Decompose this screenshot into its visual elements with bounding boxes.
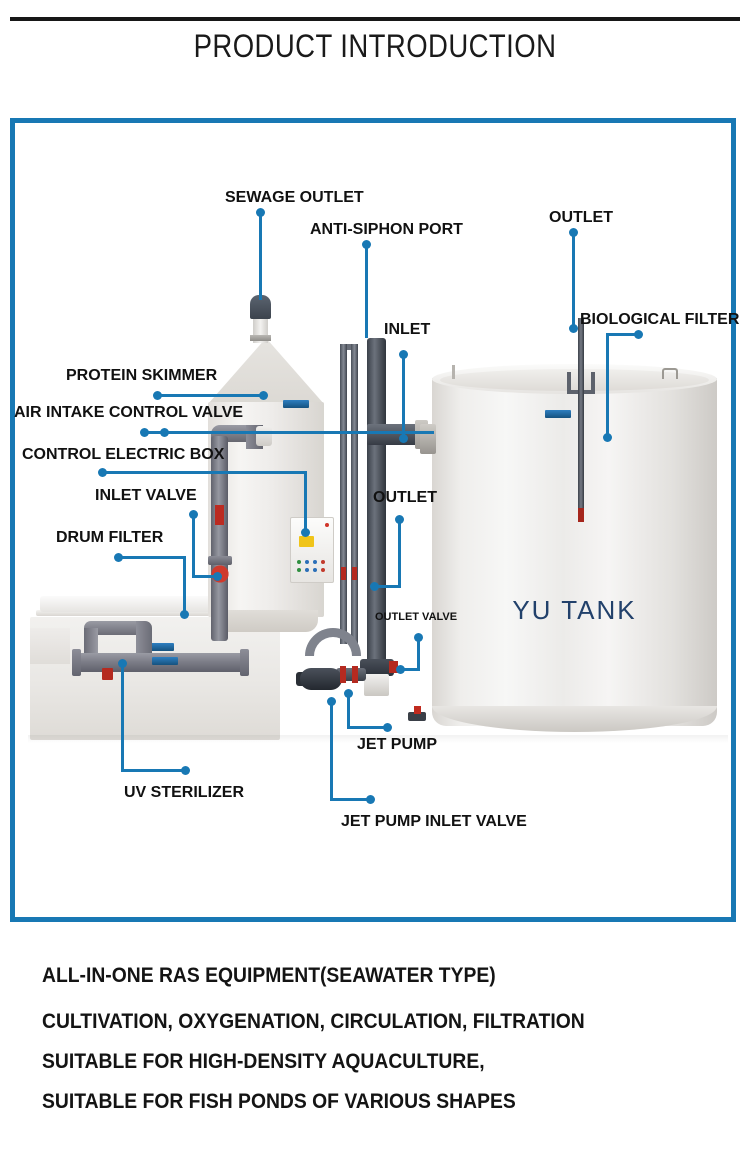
callout-line-uv-sterilizer-h	[121, 769, 183, 772]
callout-line-sewage-outlet	[259, 212, 262, 300]
callout-label-protein-skimmer: PROTEIN SKIMMER	[66, 367, 218, 384]
callout-dot-biological-filter-target	[603, 433, 612, 442]
description-line-2: CULTIVATION, OXYGENATION, CIRCULATION, F…	[42, 1010, 585, 1033]
callout-line-outlet-valve-v	[417, 637, 420, 671]
callout-line-drum-filter-h	[118, 556, 186, 559]
callout-label-uv-sterilizer: UV STERILIZER	[124, 784, 245, 801]
description-block: ALL-IN-ONE RAS EQUIPMENT(SEAWATER TYPE) …	[42, 965, 732, 1131]
callout-label-jet-pump: JET PUMP	[357, 736, 438, 753]
header-divider-rule	[10, 17, 740, 21]
callout-label-drum-filter: DRUM FILTER	[56, 529, 164, 546]
callout-label-jet-pump-inlet-valve: JET PUMP INLET VALVE	[341, 813, 527, 830]
callout-dot-drum-filter-target	[180, 610, 189, 619]
callout-label-inlet: INLET	[384, 321, 431, 338]
callout-line-control-electric-box-h	[102, 471, 307, 474]
page-title: PRODUCT INTRODUCTION	[193, 28, 557, 64]
callout-dot-uv-sterilizer-target	[118, 659, 127, 668]
callout-line-inlet-valve-v	[192, 514, 195, 578]
callout-label-biological-filter: BIOLOGICAL FILTER	[580, 311, 740, 328]
callout-dot-jet-pump	[383, 723, 392, 732]
callout-line-outlet-valve-h	[399, 668, 420, 671]
callout-line-anti-siphon-port	[365, 244, 368, 338]
callout-label-sewage-outlet: SEWAGE OUTLET	[225, 189, 364, 206]
callout-line-outlet-middle-v	[398, 519, 401, 587]
callout-line-jet-pump-inlet-valve-h	[330, 798, 368, 801]
description-line-4: SUITABLE FOR FISH PONDS OF VARIOUS SHAPE…	[42, 1090, 516, 1113]
callout-line-drum-filter-v	[183, 556, 186, 614]
callout-line-outlet-middle-h	[373, 585, 401, 588]
callout-label-inlet-valve: INLET VALVE	[95, 487, 197, 504]
callout-label-control-electric-box: CONTROL ELECTRIC BOX	[22, 446, 225, 463]
callout-line-air-intake-control-valve	[144, 431, 434, 434]
callout-label-outlet-top: OUTLET	[549, 209, 613, 226]
description-line-1: ALL-IN-ONE RAS EQUIPMENT(SEAWATER TYPE)	[42, 964, 496, 987]
callout-dot-outlet-valve-target	[396, 665, 405, 674]
callout-line-jet-pump-h	[347, 726, 385, 729]
callout-dot-uv-sterilizer	[181, 766, 190, 775]
callout-label-air-intake-control-valve: AIR INTAKE CONTROL VALVE	[14, 404, 244, 421]
callout-line-control-electric-box-v	[304, 471, 307, 533]
callout-dot-inlet-valve-target	[213, 572, 222, 581]
callout-line-biological-filter-v	[606, 333, 609, 437]
callout-line-protein-skimmer	[157, 394, 261, 397]
callout-dot-jet-pump-target	[344, 689, 353, 698]
callout-line-jet-pump-inlet-valve-v	[330, 700, 333, 800]
callout-label-outlet-valve: OUTLET VALVE	[375, 611, 458, 623]
callout-line-inlet	[402, 354, 405, 438]
callout-dot-biological-filter	[634, 330, 643, 339]
callout-dot-jet-pump-inlet-valve	[366, 795, 375, 804]
callout-dot-inlet-target	[399, 434, 408, 443]
callout-dot-outlet-middle-target	[370, 582, 379, 591]
callout-dot-control-electric-box-target	[301, 528, 310, 537]
callout-line-inlet-valve-h	[192, 575, 218, 578]
callout-dot-outlet-top-target	[569, 324, 578, 333]
callout-line-jet-pump-v	[347, 692, 350, 728]
callout-dot-protein-skimmer-target	[259, 391, 268, 400]
callout-label-outlet-middle: OUTLET	[373, 489, 437, 506]
callout-dot-air-intake-control-valve-mid	[160, 428, 169, 437]
callout-line-biological-filter-h	[606, 333, 636, 336]
callout-line-uv-sterilizer-v	[121, 662, 124, 772]
callout-dot-jet-pump-inlet-valve-target	[327, 697, 336, 706]
callout-label-anti-siphon-port: ANTI-SIPHON PORT	[310, 221, 463, 238]
description-line-3: SUITABLE FOR HIGH-DENSITY AQUACULTURE,	[42, 1050, 485, 1073]
callout-line-outlet-top	[572, 232, 575, 328]
